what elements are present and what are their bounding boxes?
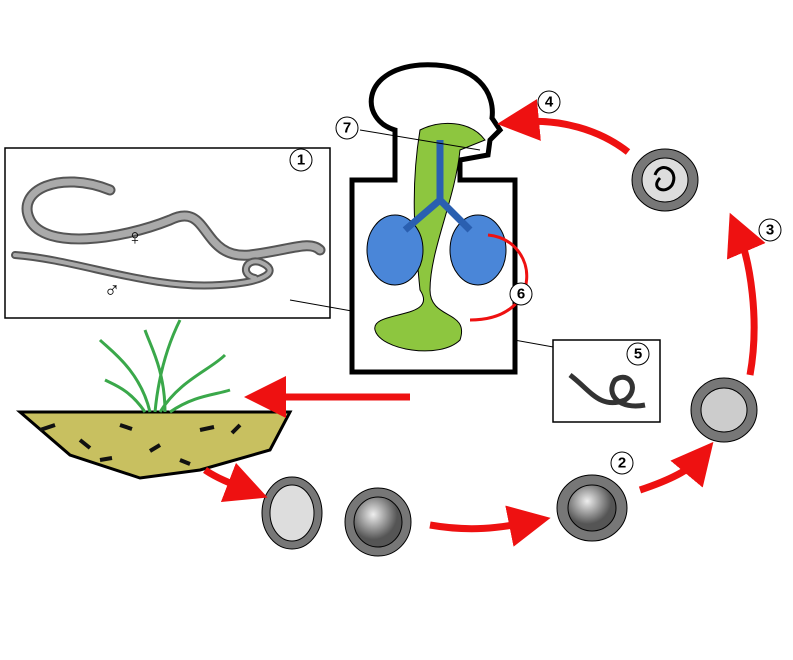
step-6-label: 6: [517, 286, 525, 303]
larva: [568, 373, 646, 409]
human-body: [349, 62, 529, 375]
female-symbol: ♀: [127, 225, 144, 250]
step-2-label: 2: [618, 455, 626, 472]
step-markers: 1 2 3 4 5 6 7: [289, 90, 782, 475]
adult-worms-panel: ♀ ♂: [4, 147, 571, 351]
cycle-arrows: [203, 99, 766, 547]
step-3-label: 3: [766, 222, 774, 239]
step-4-label: 4: [545, 94, 554, 111]
step-5-label: 5: [634, 346, 642, 363]
eggs: [261, 148, 758, 557]
soil-grass: [15, 319, 293, 480]
step-1-label: 1: [297, 152, 305, 169]
male-symbol: ♂: [104, 278, 121, 303]
step-7-label: 7: [343, 120, 351, 137]
